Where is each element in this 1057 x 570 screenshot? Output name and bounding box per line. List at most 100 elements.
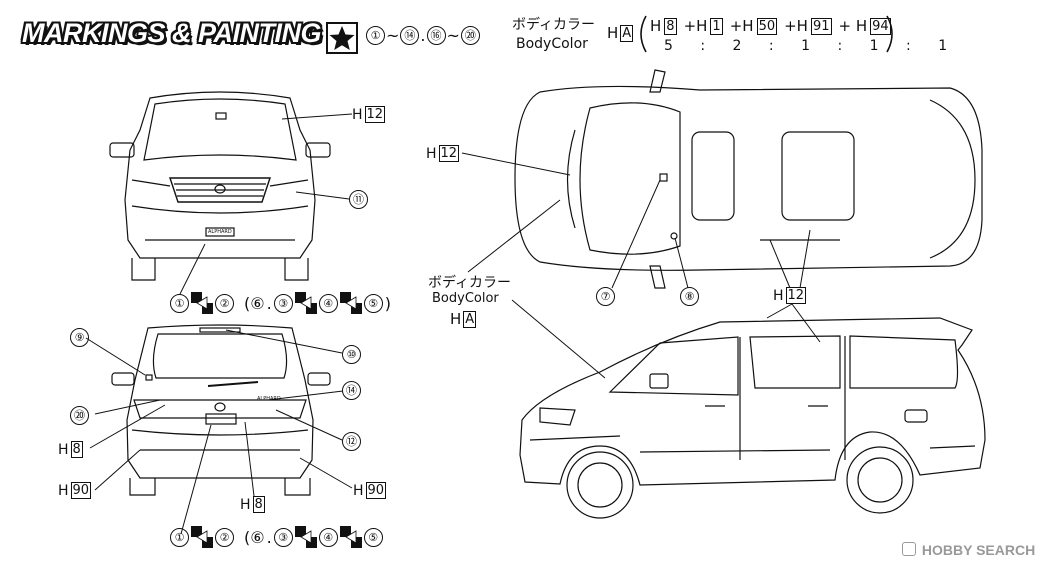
watermark: HOBBY SEARCH xyxy=(902,542,1035,558)
mix-h: +H xyxy=(784,17,808,35)
color-num-box: 90 xyxy=(365,482,387,499)
color-num-box: 12 xyxy=(364,106,386,123)
decal-6: (⑥ xyxy=(244,293,265,313)
decal-3: ③ xyxy=(273,527,293,547)
h-label: H xyxy=(58,441,69,458)
body-color-code: H A xyxy=(607,24,634,42)
tilde: ~ xyxy=(446,26,460,45)
h-label: H xyxy=(353,482,364,499)
decal-4: ④ xyxy=(318,527,338,547)
ratio-sep: : xyxy=(768,38,775,54)
dot: . xyxy=(266,527,272,547)
h-label: H xyxy=(426,145,437,162)
decal-16: ⑯ xyxy=(426,26,446,45)
checker-arrow-icon xyxy=(339,292,362,314)
checker-arrow-icon xyxy=(339,526,362,548)
mix-num: 8 xyxy=(664,17,677,35)
mix-num: 94 xyxy=(870,17,891,35)
color-num-box: 8 xyxy=(70,441,83,458)
top-view xyxy=(514,69,983,289)
h-label: H xyxy=(450,310,462,328)
body-color-jp: ボディカラー xyxy=(512,17,596,33)
decal-4: ④ xyxy=(318,293,338,313)
mix-h: +H xyxy=(683,17,708,35)
hobby-search-logo-icon xyxy=(902,542,916,556)
decal-6: (⑥ xyxy=(244,527,265,547)
color-num-box: 90 xyxy=(70,482,92,499)
mix-h: + H xyxy=(838,17,868,35)
color-num-box: 8 xyxy=(252,496,265,513)
ratio-value: 1 xyxy=(801,38,811,54)
decal-14: ⑭ xyxy=(400,26,420,45)
mix-num: 50 xyxy=(756,17,778,35)
code-box: A xyxy=(463,310,477,328)
checker-arrow-icon xyxy=(294,292,317,314)
dot: . xyxy=(266,293,272,313)
front-view xyxy=(109,91,331,281)
front-decal-sequence: ① ② (⑥ . ③ ④ ⑤ ) xyxy=(170,292,391,314)
checker-arrow-icon xyxy=(191,292,213,314)
decal-20: ⑳ xyxy=(460,26,480,45)
watermark-text: HOBBY SEARCH xyxy=(921,542,1036,558)
h-label: H xyxy=(352,106,363,123)
tilde: ~ xyxy=(386,26,400,45)
mix-h: H xyxy=(650,17,662,35)
mix-h: +H xyxy=(729,17,754,35)
decal-1: ① xyxy=(170,293,189,313)
decal-2: ② xyxy=(215,527,234,547)
mix-num: 91 xyxy=(810,17,832,35)
leader-lines xyxy=(85,113,821,535)
ratio-sep: : xyxy=(837,38,843,54)
decal-5: ⑤ xyxy=(363,293,383,313)
close-paren: ) xyxy=(384,293,391,313)
checker-arrow-icon xyxy=(294,526,317,548)
callout-7: ⑦ xyxy=(596,287,615,306)
color-num-box: 12 xyxy=(438,145,460,162)
dot: . xyxy=(420,26,426,45)
callout-11: ⑪ xyxy=(349,190,368,209)
ratio-value: 2 xyxy=(732,38,742,54)
decal-range: ① ~ ⑭ . ⑯ ~ ⑳ xyxy=(366,26,480,45)
ratio-row: 5 : 2 : 1 : 1 : 1 xyxy=(664,38,948,54)
h-label: H xyxy=(773,287,784,304)
callout-20: ⑳ xyxy=(70,406,89,425)
decal-1: ① xyxy=(170,527,189,547)
ratio-sep: : xyxy=(906,38,912,54)
checker-arrow-icon xyxy=(191,526,213,548)
callout-9: ⑨ xyxy=(70,328,89,347)
callout-8: ⑧ xyxy=(680,287,699,306)
decal-3: ③ xyxy=(273,293,293,313)
ratio-value: 5 xyxy=(664,38,674,54)
h-label: H xyxy=(607,24,619,42)
rear-decal-sequence: ① ② (⑥ . ③ ④ ⑤ xyxy=(170,526,383,548)
callout-12: ⑫ xyxy=(342,432,361,451)
side-body-color-jp: ボディカラー xyxy=(428,275,512,291)
callout-14: ⑭ xyxy=(342,381,361,400)
ratio-sep: : xyxy=(700,38,706,54)
decal-2: ② xyxy=(215,293,234,313)
body-color-en: BodyColor xyxy=(516,36,588,52)
ratio-value: 1 xyxy=(869,38,880,54)
side-body-color-en: BodyColor xyxy=(432,291,499,306)
mix-num: 1 xyxy=(710,17,723,35)
rear-view xyxy=(111,324,331,496)
side-view xyxy=(519,317,986,519)
h-label: H xyxy=(58,482,69,499)
page-title: MARKINGS & PAINTING xyxy=(22,18,322,48)
star-marking-icon xyxy=(326,22,358,54)
color-num-box: 12 xyxy=(785,287,807,304)
code-box: A xyxy=(620,24,634,42)
callout-10: ⑩ xyxy=(342,345,361,364)
h-label: H xyxy=(240,496,251,513)
decal-1: ① xyxy=(366,26,385,45)
